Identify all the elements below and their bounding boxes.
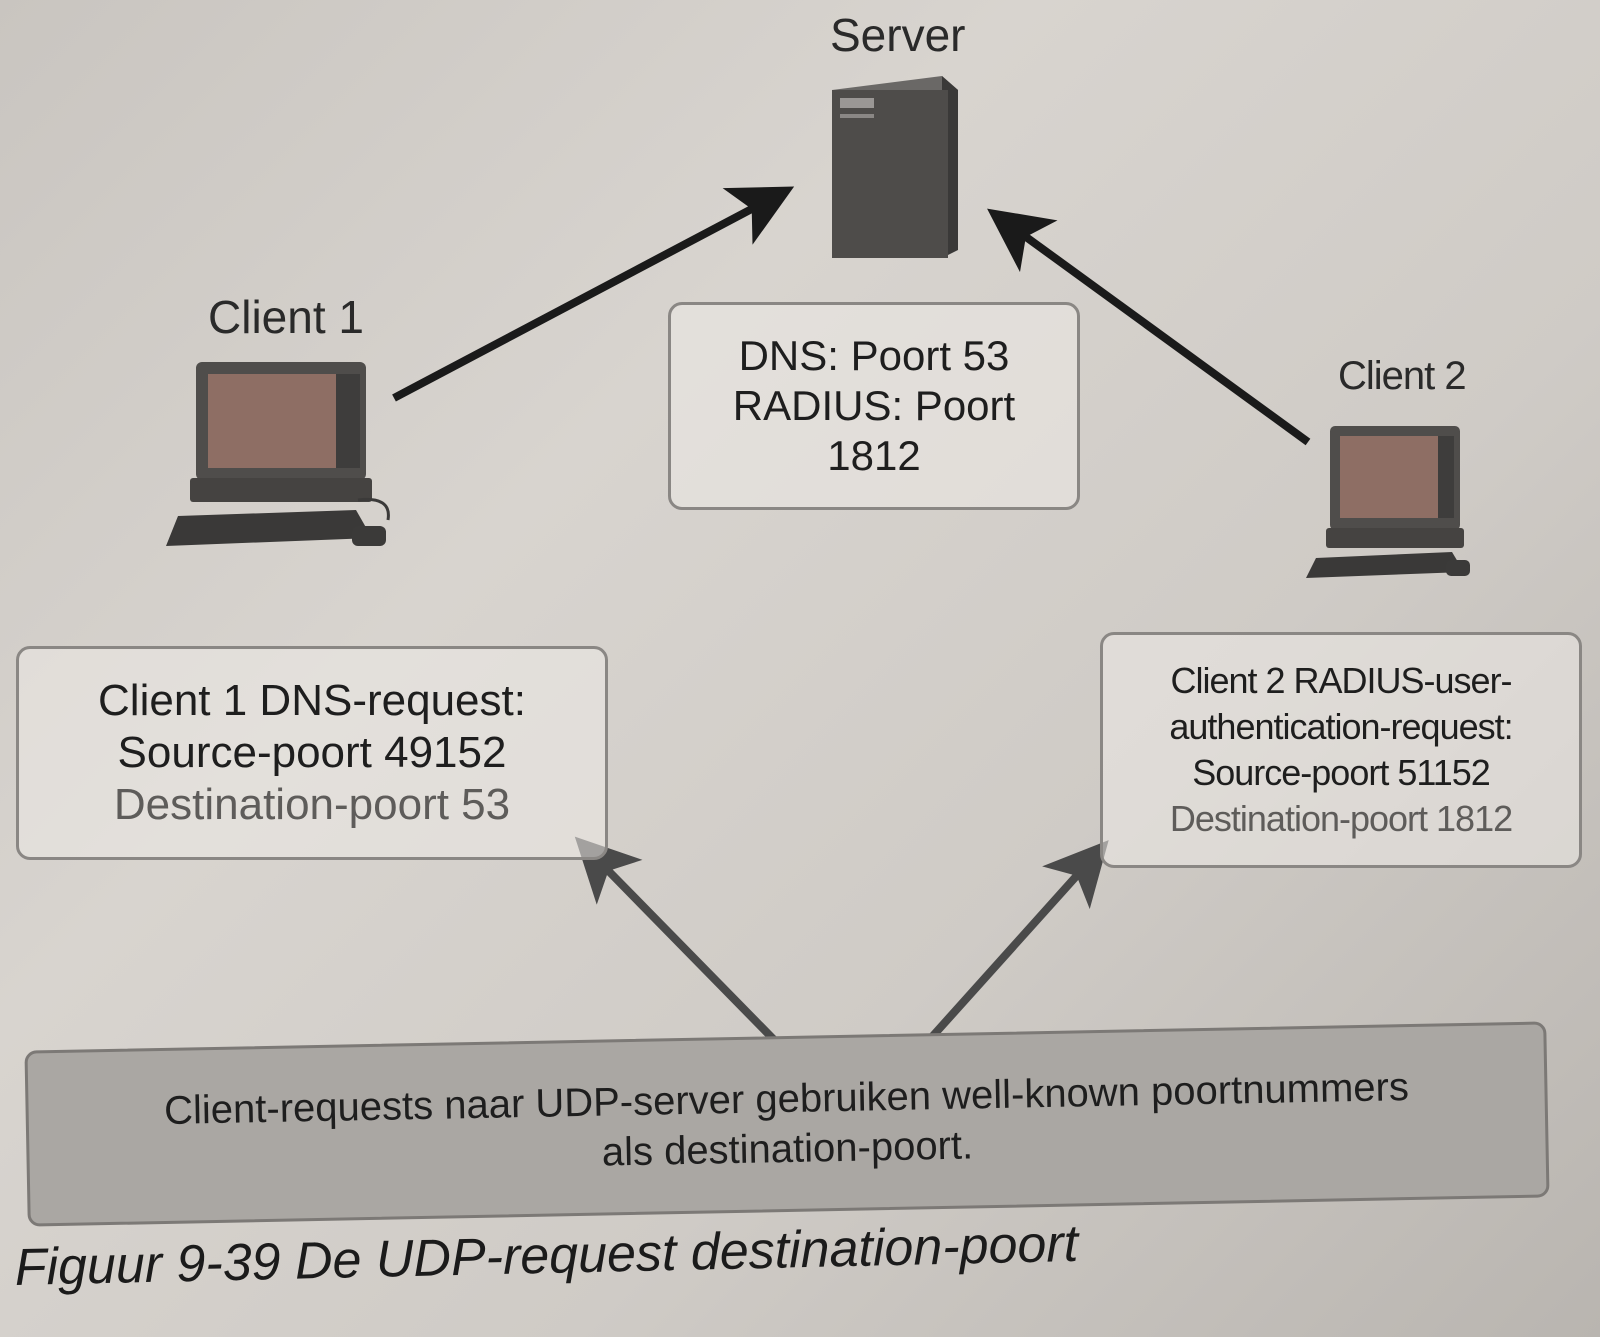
client1-request-title: Client 1 DNS-request: xyxy=(98,676,526,725)
client1-label: Client 1 xyxy=(208,291,364,343)
server-icon xyxy=(832,76,958,258)
client2-request-title-2: authentication-request: xyxy=(1169,706,1513,747)
note-line-2: als destination-poort. xyxy=(601,1123,974,1175)
client2-label: Client 2 xyxy=(1338,354,1467,398)
arrow-client1-to-server xyxy=(392,186,795,402)
server-ports-box: DNS: Poort 53 RADIUS: Poort 1812 xyxy=(668,302,1080,510)
server-dns-port: DNS: Poort 53 xyxy=(738,332,1010,379)
arrow-client2-to-server xyxy=(987,208,1311,446)
client2-computer-icon xyxy=(1306,426,1470,578)
client2-destination-port: Destination-poort 1812 xyxy=(1169,798,1513,839)
server-radius-port: RADIUS: Poort xyxy=(732,382,1016,429)
client2-request-title-1: Client 2 RADIUS-user- xyxy=(1170,660,1512,701)
server-radius-port-number: 1812 xyxy=(827,432,921,479)
client2-request-box: Client 2 RADIUS-user- authentication-req… xyxy=(1100,632,1582,868)
note-box: Client-requests naar UDP-server gebruike… xyxy=(24,1021,1550,1227)
client2-source-port: Source-poort 51152 xyxy=(1192,752,1491,793)
client1-computer-icon xyxy=(166,362,390,546)
server-label: Server xyxy=(830,9,966,61)
client1-destination-port: Destination-poort 53 xyxy=(113,780,511,829)
client1-request-box: Client 1 DNS-request: Source-poort 49152… xyxy=(16,646,608,860)
client1-source-port: Source-poort 49152 xyxy=(117,728,507,777)
arrow-note-to-client1-box xyxy=(574,836,789,1055)
arrow-note-to-client2-box xyxy=(919,840,1109,1051)
